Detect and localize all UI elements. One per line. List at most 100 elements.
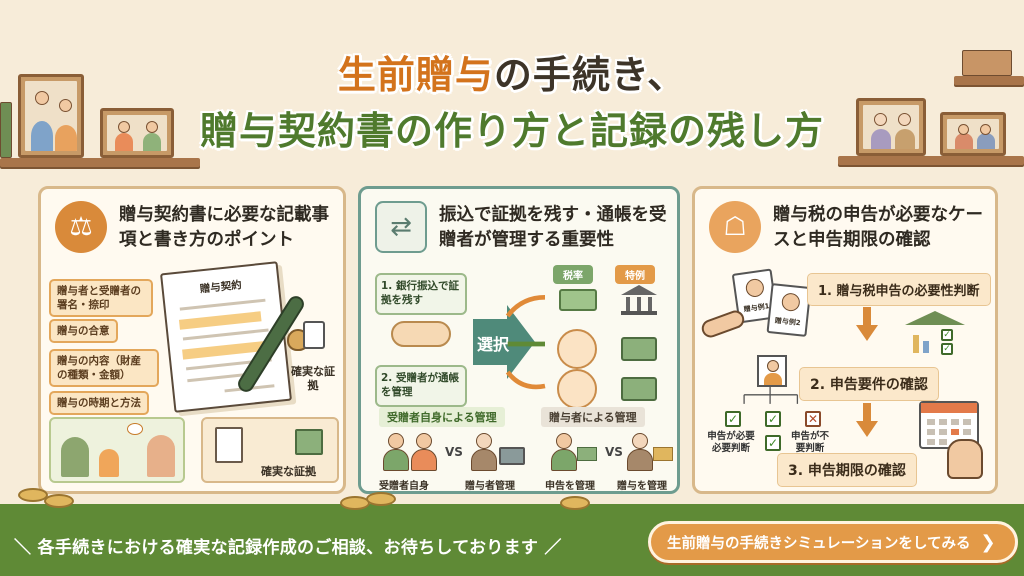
label-filing-needed: 申告が必要必要判断 xyxy=(707,431,755,454)
family-photo-frame xyxy=(18,74,84,158)
card-contract-title: 贈与契約書に必要な記載事項と書き方のポイント xyxy=(119,205,329,250)
simulation-cta-button[interactable]: 生前贈与の手続きシミュレーションをしてみる ❯ xyxy=(648,521,1018,563)
flow-step-2: 2. 申告要件の確認 xyxy=(799,367,939,401)
manager-person-icon xyxy=(549,433,579,473)
flow-arrow-2 xyxy=(856,421,878,437)
choice-arrow xyxy=(473,305,535,379)
flow-arrow-stem-2 xyxy=(863,403,871,423)
tag-agreement: 贈与の合意 xyxy=(49,319,118,343)
bank-icon xyxy=(621,285,657,315)
label-filing-not-needed: 申告が不要判断 xyxy=(790,431,829,454)
step-passbook: 2. 受贈者が通帳を管理 xyxy=(375,365,467,407)
grandparents-photo-frame xyxy=(856,98,926,156)
child-face-icon xyxy=(557,369,597,409)
scales-icon: ⚖ xyxy=(55,201,107,253)
label-donor-managed: 贈与者管理 xyxy=(465,481,515,492)
flow-arrow-stem-1 xyxy=(863,307,871,327)
pointing-hand-icon xyxy=(947,439,983,479)
check-icon-1: ✓ xyxy=(725,411,741,427)
evidence-box: 確実な証拠 xyxy=(201,417,339,483)
cross-icon: ✕ xyxy=(805,411,821,427)
person-node-icon xyxy=(757,355,787,387)
family-photo-frame-2 xyxy=(100,108,174,158)
section-donor-managed: 贈与者による管理 xyxy=(541,407,645,427)
card-tax-filing: ☖ 贈与税の申告が必要なケースと申告期限の確認 贈与例1 贈与例2 1. 贈与税… xyxy=(692,186,998,494)
flow-step-1: 1. 贈与税申告の必要性判断 xyxy=(807,273,991,306)
recipient-person-icon xyxy=(381,433,411,473)
laptop-icon xyxy=(499,447,525,465)
recipient-person-icon-2 xyxy=(409,433,439,473)
book xyxy=(0,102,12,158)
proof-label: 確実な証拠 xyxy=(291,365,335,392)
vs-label-2: VS xyxy=(605,445,623,459)
pill-exception: 特例 xyxy=(615,265,655,284)
donor-person-icon xyxy=(469,433,499,473)
signing-scene xyxy=(49,417,185,483)
card-transfer-header: ⇄ 振込で証拠を残す・通帳を受贈者が管理する重要性 xyxy=(361,189,677,263)
title-highlight: 生前贈与 xyxy=(337,53,494,97)
tag-timing: 贈与の時期と方法 xyxy=(49,391,149,415)
coin-icon-4 xyxy=(366,492,396,506)
simulation-cta-label: 生前贈与の手続きシミュレーションをしてみる xyxy=(667,535,971,552)
label-report-managed: 申告を管理 xyxy=(545,481,595,492)
shelf-left xyxy=(0,158,200,167)
consultation-message: ＼ 各手続きにおける確実な記録作成のご相談、お待ちしております ／ xyxy=(14,538,562,558)
money-icon xyxy=(559,289,597,311)
donor-person-icon-2 xyxy=(625,433,655,473)
card-icon xyxy=(577,447,597,461)
family-photo-frame-3 xyxy=(940,112,1006,156)
decision-tree-lines xyxy=(743,387,799,404)
pill-tax-rate: 税率 xyxy=(553,265,593,284)
step-bank-transfer: 1. 銀行振込で証拠を残す xyxy=(375,273,467,315)
contract-document-title: 贈与契約 xyxy=(199,279,243,296)
documents-icon xyxy=(215,427,243,463)
shelf-right-top xyxy=(954,76,1024,85)
grandmother-figure xyxy=(147,435,175,477)
grandparent-figure xyxy=(61,437,89,477)
recipient-face-icon xyxy=(557,329,597,369)
passbook-icon xyxy=(295,429,323,455)
example-card-2: 贈与例2 xyxy=(766,283,812,337)
card-icon-2 xyxy=(653,447,673,461)
label-gift-managed: 贈与を管理 xyxy=(617,481,667,492)
card-contract-header: ⚖ 贈与契約書に必要な記載事項と書き方のポイント xyxy=(41,189,343,263)
child-figure xyxy=(99,449,119,477)
card-transfer-title: 振込で証拠を残す・通帳を受贈者が管理する重要性 xyxy=(439,205,667,250)
clipboard-icon xyxy=(303,321,325,349)
coin-icon-2 xyxy=(44,494,74,508)
evidence-label: 確実な証拠 xyxy=(261,465,316,478)
card-check-icon xyxy=(621,337,657,361)
label-recipient: 受贈者自身 xyxy=(379,481,429,492)
section-self-managed: 受贈者自身による管理 xyxy=(379,407,505,427)
route-arrows xyxy=(505,295,546,390)
example-card-2-label: 贈与例2 xyxy=(774,316,802,328)
choice-label: 選択 xyxy=(477,335,510,354)
page-title-line2: 贈与契約書の作り方と記録の残し方 xyxy=(199,109,824,153)
tag-content: 贈与の内容（財産の種類・金額） xyxy=(49,349,159,387)
exchange-icon: ⇄ xyxy=(375,201,427,253)
check-icon-3: ✓ xyxy=(765,435,781,451)
hand-icon xyxy=(699,308,747,340)
flow-step-3: 3. 申告期限の確認 xyxy=(777,453,917,487)
card-tax-header: ☖ 贈与税の申告が必要なケースと申告期限の確認 xyxy=(695,189,995,263)
card-transfer: ⇄ 振込で証拠を残す・通帳を受贈者が管理する重要性 税率 特例 1. 銀行振込で… xyxy=(358,186,680,494)
tag-signature: 贈与者と受贈者の署名・捺印 xyxy=(49,279,153,317)
flow-arrow-1 xyxy=(856,325,878,341)
title-rest: の手続き、 xyxy=(493,53,687,97)
handshake-coin-icon xyxy=(391,321,451,347)
page-title-line1: 生前贈与の手続き、 xyxy=(0,44,1024,99)
speech-bubble-icon xyxy=(127,423,143,435)
chevron-right-icon: ❯ xyxy=(980,531,996,553)
card-tax-title: 贈与税の申告が必要なケースと申告期限の確認 xyxy=(773,205,983,250)
coin-icon-1 xyxy=(18,488,48,502)
vs-label: VS xyxy=(445,445,463,459)
card-contract: ⚖ 贈与契約書に必要な記載事項と書き方のポイント 贈与者と受贈者の署名・捺印 贈… xyxy=(38,186,346,494)
check-icon-2: ✓ xyxy=(765,411,781,427)
coin-icon-5 xyxy=(560,496,590,510)
presentation-icon: ☖ xyxy=(709,201,761,253)
box xyxy=(962,50,1012,76)
passbook-coins-icon xyxy=(621,377,657,401)
chart-blocks-icon: ✓ ✓ xyxy=(905,311,965,355)
shelf-right xyxy=(838,156,1024,165)
